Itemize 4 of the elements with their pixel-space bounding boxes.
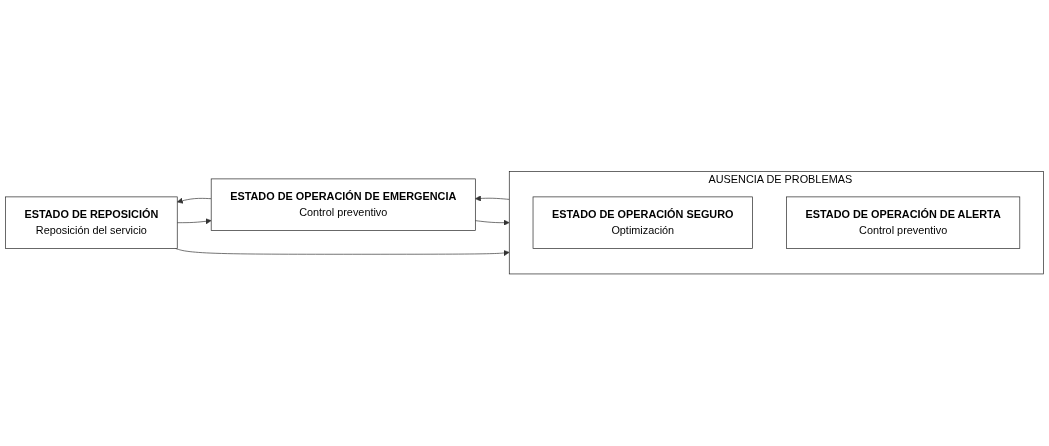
node-box: ESTADO DE REPOSICIÓN Reposición del servicio (5, 196, 178, 250)
node-box: ESTADO DE OPERACIÓN DE EMERGENCIA Control preventivo (210, 178, 476, 232)
node-box: ESTADO DE OPERACIÓN DE ALERTA Control preventivo (786, 196, 1021, 250)
node-box: ESTADO DE OPERACIÓN SEGURO Optimización (532, 196, 753, 250)
